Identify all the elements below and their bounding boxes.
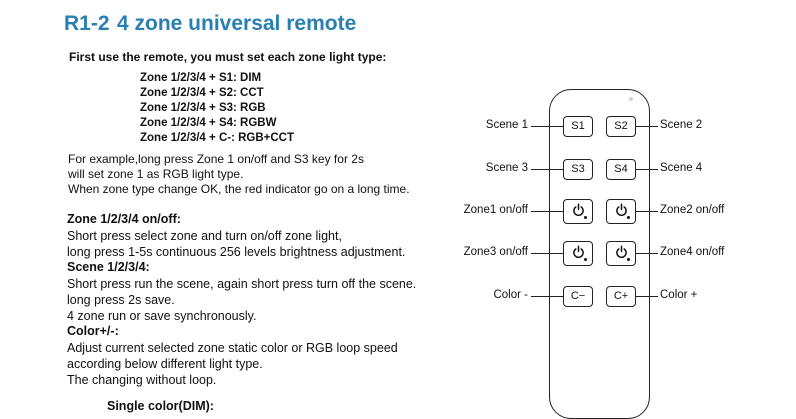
zone-type-rgbw: Zone 1/2/3/4 + S4: RGBW	[140, 117, 277, 129]
power-icon	[573, 203, 584, 216]
intro-text: First use the remote, you must set each …	[69, 50, 387, 64]
zone-dot-icon	[584, 216, 587, 219]
example-line: When zone type change OK, the red indica…	[68, 182, 410, 196]
label-zone3: Zone3 on/off	[463, 246, 528, 258]
callout-line	[636, 211, 658, 212]
callout-line	[636, 169, 658, 170]
section-line: Short press run the scene, again short p…	[67, 277, 417, 291]
callout-line	[636, 253, 658, 254]
section-heading-color: Color+/-:	[67, 324, 119, 338]
section-line: Adjust current selected zone static colo…	[67, 341, 398, 355]
page-title: 4 zone universal remote	[117, 12, 357, 35]
callout-line	[531, 169, 563, 170]
label-scene1: Scene 1	[485, 119, 528, 131]
label-scene2: Scene 2	[660, 119, 703, 131]
section-line: The changing without loop.	[67, 373, 217, 387]
s2-button[interactable]: S2	[606, 116, 636, 137]
indicator-led	[629, 97, 633, 101]
power-icon	[616, 245, 627, 258]
section-heading-zone-onoff: Zone 1/2/3/4 on/off:	[67, 212, 181, 226]
section-line: Short press select zone and turn on/off …	[67, 229, 342, 243]
zone4-onoff-button[interactable]	[606, 241, 636, 266]
zone-dot-icon	[584, 258, 587, 261]
s1-button[interactable]: S1	[563, 116, 593, 137]
s3-button[interactable]: S3	[563, 159, 593, 180]
callout-line	[531, 211, 563, 212]
label-zone4: Zone4 on/off	[660, 246, 725, 258]
page-code: R1-2	[64, 12, 110, 35]
zone-type-rgbcct: Zone 1/2/3/4 + C-: RGB+CCT	[140, 132, 295, 144]
example-line: will set zone 1 as RGB light type.	[68, 167, 244, 181]
callout-line	[636, 126, 658, 127]
section-line: 4 zone run or save synchronously.	[67, 309, 257, 323]
callout-line	[531, 296, 563, 297]
power-icon	[616, 203, 627, 216]
zone-type-cct: Zone 1/2/3/4 + S2: CCT	[140, 87, 264, 99]
label-scene3: Scene 3	[485, 162, 528, 174]
section-line: according below different light type.	[67, 357, 263, 371]
label-color-plus: Color +	[660, 289, 698, 301]
color-plus-button[interactable]: C+	[606, 286, 636, 307]
callout-line	[636, 296, 658, 297]
color-minus-button[interactable]: C−	[563, 286, 593, 307]
label-zone1: Zone1 on/off	[463, 204, 528, 216]
zone-dot-icon	[627, 258, 630, 261]
zone3-onoff-button[interactable]	[563, 241, 593, 266]
label-scene4: Scene 4	[660, 162, 703, 174]
zone-dot-icon	[627, 216, 630, 219]
label-zone2: Zone2 on/off	[660, 204, 725, 216]
section-line: long press 1-5s continuous 256 levels br…	[67, 245, 406, 259]
section-heading-scene: Scene 1/2/3/4:	[67, 260, 150, 274]
callout-line	[531, 253, 563, 254]
s4-button[interactable]: S4	[606, 159, 636, 180]
section-line: long press 2s save.	[67, 293, 175, 307]
zone-type-rgb: Zone 1/2/3/4 + S3: RGB	[140, 102, 266, 114]
example-line: For example,long press Zone 1 on/off and…	[68, 152, 364, 166]
single-color-heading: Single color(DIM):	[107, 399, 214, 413]
zone1-onoff-button[interactable]	[563, 199, 593, 224]
power-icon	[573, 245, 584, 258]
zone-type-dim: Zone 1/2/3/4 + S1: DIM	[140, 72, 262, 84]
callout-line	[531, 126, 563, 127]
zone2-onoff-button[interactable]	[606, 199, 636, 224]
label-color-minus: Color -	[493, 289, 528, 301]
